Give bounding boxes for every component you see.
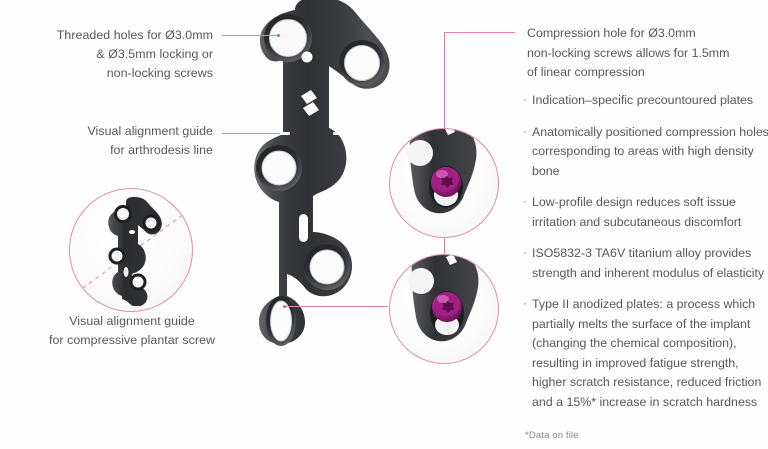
alignment-tick-right xyxy=(333,132,346,135)
callout-line: & Ø3.5mm locking or xyxy=(96,47,213,61)
callout-compression-hole: Compression hole for Ø3.0mm non-locking … xyxy=(527,24,765,83)
list-item: · Type II anodized plates: a process whi… xyxy=(523,295,768,412)
list-item: · Anatomically positioned compression ho… xyxy=(523,123,768,182)
callout-line: for compressive plantar screw xyxy=(48,333,216,347)
callout-plantar-screw-guide: Visual alignment guide for compressive p… xyxy=(18,312,246,350)
dashed-trajectory-line-icon xyxy=(75,210,189,294)
leader-dot-threaded-holes xyxy=(277,33,280,37)
feature-list: · Indication–specific precountoured plat… xyxy=(523,91,768,424)
callout-line: Compression hole for Ø3.0mm xyxy=(527,26,696,40)
callout-line: non-locking screws allows for 1.5mm xyxy=(527,45,730,60)
callout-line: of linear compression xyxy=(527,65,645,79)
detail-circle-compression-bottom xyxy=(389,254,499,364)
leader-dot-bottom-hole xyxy=(283,304,286,308)
leader-line-threaded-holes xyxy=(222,35,278,36)
list-item: · Indication–specific precountoured plat… xyxy=(523,91,768,111)
list-item-label: Type II anodized plates: a process which… xyxy=(532,297,762,409)
bullet-icon: · xyxy=(523,245,528,259)
list-item-label: Anatomically positioned compression hole… xyxy=(532,124,768,178)
callout-line: for arthrodesis line xyxy=(110,143,213,157)
detail-circle-compression-top xyxy=(389,128,499,238)
leader-line-bottom-hole xyxy=(284,306,388,307)
list-item-label: Indication–specific precountoured plates xyxy=(532,93,754,107)
bone-plate-mini-icon xyxy=(96,196,174,307)
list-item: · ISO5832-3 TA6V titanium alloy provides… xyxy=(523,244,768,283)
callout-line: Visual alignment guide xyxy=(87,124,213,138)
leader-line-compression-hole-horizontal xyxy=(444,32,515,33)
bullet-icon: · xyxy=(523,194,528,208)
footnote: *Data on file xyxy=(525,430,579,441)
bullet-icon: · xyxy=(523,92,528,106)
callout-line: non-locking screws xyxy=(106,66,213,80)
leader-line-compression-hole-vertical xyxy=(444,32,445,138)
callout-threaded-holes: Threaded holes for Ø3.0mm & Ø3.5mm locki… xyxy=(18,26,213,83)
list-item-label: ISO5832-3 TA6V titanium alloy provides s… xyxy=(532,246,765,280)
bullet-icon: · xyxy=(523,123,528,138)
list-item-label: Low-profile design reduces soft issue ir… xyxy=(532,195,742,229)
callout-line: Threaded holes for Ø3.0mm xyxy=(56,28,213,42)
leader-line-arthrodesis-guide xyxy=(222,133,280,134)
list-item: · Low-profile design reduces soft issue … xyxy=(523,193,768,232)
alignment-tick-left xyxy=(277,132,290,135)
bone-plate-icon xyxy=(243,0,403,346)
leader-line-between-circles xyxy=(444,228,445,254)
callout-line: Visual alignment guide xyxy=(69,314,195,328)
callout-arthrodesis-guide: Visual alignment guide for arthrodesis l… xyxy=(28,122,213,160)
bullet-icon: · xyxy=(523,296,528,310)
